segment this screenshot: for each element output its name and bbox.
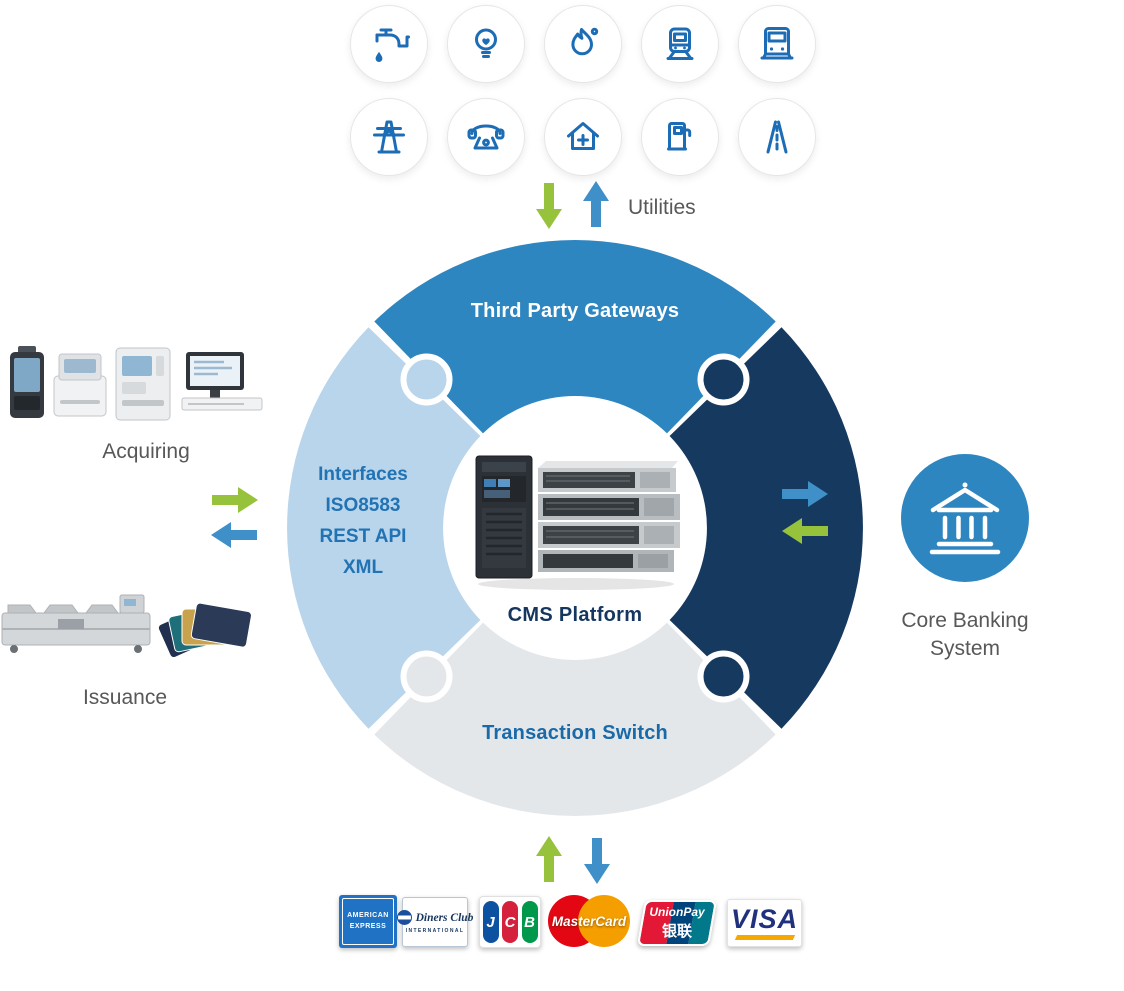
mastercard-orange-circle bbox=[578, 895, 630, 947]
core-banking-circle bbox=[901, 454, 1029, 582]
utility-fuel bbox=[641, 98, 719, 176]
telephone-icon bbox=[467, 124, 505, 150]
diners-club-logo: Diners Club INTERNATIONAL bbox=[396, 897, 473, 947]
jcb-logo: J C B bbox=[479, 896, 541, 948]
diners-club-name: Diners Club bbox=[415, 911, 474, 924]
utility-power bbox=[350, 98, 428, 176]
utility-road bbox=[738, 98, 816, 176]
utility-water bbox=[350, 5, 428, 83]
transaction-switch-label: Transaction Switch bbox=[482, 722, 668, 744]
unionpay-name: UnionPay bbox=[649, 905, 705, 919]
unionpay-chinese: 银联 bbox=[661, 923, 692, 940]
pos-register-image bbox=[181, 352, 263, 411]
core-banking-label-line2: System bbox=[929, 637, 1000, 660]
ring-left-segment bbox=[287, 327, 481, 729]
acquiring-label: Acquiring bbox=[102, 440, 190, 463]
jcb-blue-stripe: J bbox=[482, 901, 499, 943]
issuance-devices-image bbox=[1, 594, 252, 659]
core-banking-label-line1: Core Banking bbox=[901, 609, 1029, 632]
ring-top-segment bbox=[374, 240, 776, 434]
utility-gas bbox=[544, 5, 622, 83]
card-networks-row: AMERICAN EXPRESS Diners Club INTERNATION… bbox=[0, 893, 1124, 955]
bank-icon bbox=[929, 482, 1001, 555]
puzzle-knob-bottom-left bbox=[400, 650, 453, 703]
interfaces-line: Interfaces bbox=[318, 464, 408, 485]
visa-gold-bar bbox=[734, 935, 795, 940]
diners-club-emblem-icon bbox=[396, 910, 412, 925]
amex-text-line2: EXPRESS bbox=[349, 923, 387, 930]
cms-servers-image bbox=[475, 455, 680, 590]
utilities-label: Utilities bbox=[628, 196, 696, 219]
ring-bottom-segment bbox=[374, 622, 776, 816]
mastercard-name: MasterCard bbox=[551, 914, 627, 929]
diners-club-row: Diners Club bbox=[396, 910, 474, 925]
jcb-green-stripe: B bbox=[521, 901, 538, 943]
core-banking-label: Core Banking System bbox=[872, 607, 1058, 663]
visa-logo: VISA bbox=[727, 899, 802, 947]
bus-icon bbox=[760, 27, 794, 60]
puzzle-knob-top-left bbox=[400, 353, 453, 406]
atm-kiosk-image bbox=[115, 347, 171, 421]
utility-bus bbox=[738, 5, 816, 83]
visa-name: VISA bbox=[730, 904, 799, 934]
payment-cards-image bbox=[157, 602, 252, 659]
issuance-label: Issuance bbox=[82, 686, 168, 709]
cards-outbound-arrow bbox=[584, 838, 610, 884]
acquiring-outbound-arrow bbox=[212, 487, 258, 513]
unionpay-text: UnionPay 银联 bbox=[641, 900, 713, 946]
gas-flame-icon bbox=[571, 27, 599, 56]
puzzle-knob-bottom-right bbox=[697, 650, 750, 703]
interfaces-label-block: Interfaces ISO8583 REST API XML bbox=[266, 459, 460, 583]
utilities-outbound-arrow bbox=[583, 181, 609, 227]
acquiring-inbound-arrow bbox=[211, 522, 257, 548]
utility-home-care bbox=[544, 98, 622, 176]
iso8583-line: ISO8583 bbox=[325, 495, 401, 516]
xml-line: XML bbox=[342, 557, 384, 578]
tower-server-image bbox=[475, 455, 533, 579]
amex-frame bbox=[342, 898, 394, 945]
cards-inbound-arrow bbox=[536, 836, 562, 882]
rack-servers-image bbox=[538, 461, 680, 572]
diners-club-subtitle: INTERNATIONAL bbox=[405, 928, 465, 934]
amex-text-line1: AMERICAN bbox=[347, 912, 389, 919]
jcb-red-stripe: C bbox=[502, 901, 518, 943]
cms-platform-label: CMS Platform bbox=[507, 604, 643, 626]
power-pylon-icon bbox=[373, 120, 405, 154]
acquiring-devices-image bbox=[10, 346, 263, 421]
amex-logo: AMERICAN EXPRESS bbox=[339, 895, 397, 948]
utility-train bbox=[641, 5, 719, 83]
train-icon bbox=[666, 27, 694, 60]
unionpay-logo: UnionPay 银联 bbox=[636, 900, 718, 946]
faucet-icon bbox=[375, 28, 410, 62]
utility-electric-light bbox=[447, 5, 525, 83]
rest-api-line: REST API bbox=[319, 526, 407, 547]
card-terminal-image bbox=[53, 353, 107, 417]
corebanking-inbound-arrow bbox=[782, 518, 828, 544]
fuel-pump-icon bbox=[667, 122, 692, 151]
lightbulb-icon bbox=[475, 28, 497, 58]
mastercard-logo: MasterCard bbox=[546, 894, 632, 948]
road-icon bbox=[766, 120, 788, 154]
ring-right-segment bbox=[669, 327, 863, 729]
puzzle-knob-top-right bbox=[697, 353, 750, 406]
utility-telephone bbox=[447, 98, 525, 176]
utilities-inbound-arrow bbox=[536, 183, 562, 229]
third-party-gateways-label: Third Party Gateways bbox=[470, 300, 680, 322]
pos-handheld-image bbox=[10, 346, 44, 418]
platform-ring bbox=[287, 240, 863, 816]
card-printer-image bbox=[1, 594, 151, 653]
corebanking-outbound-arrow bbox=[782, 481, 828, 507]
home-care-icon bbox=[567, 122, 599, 150]
